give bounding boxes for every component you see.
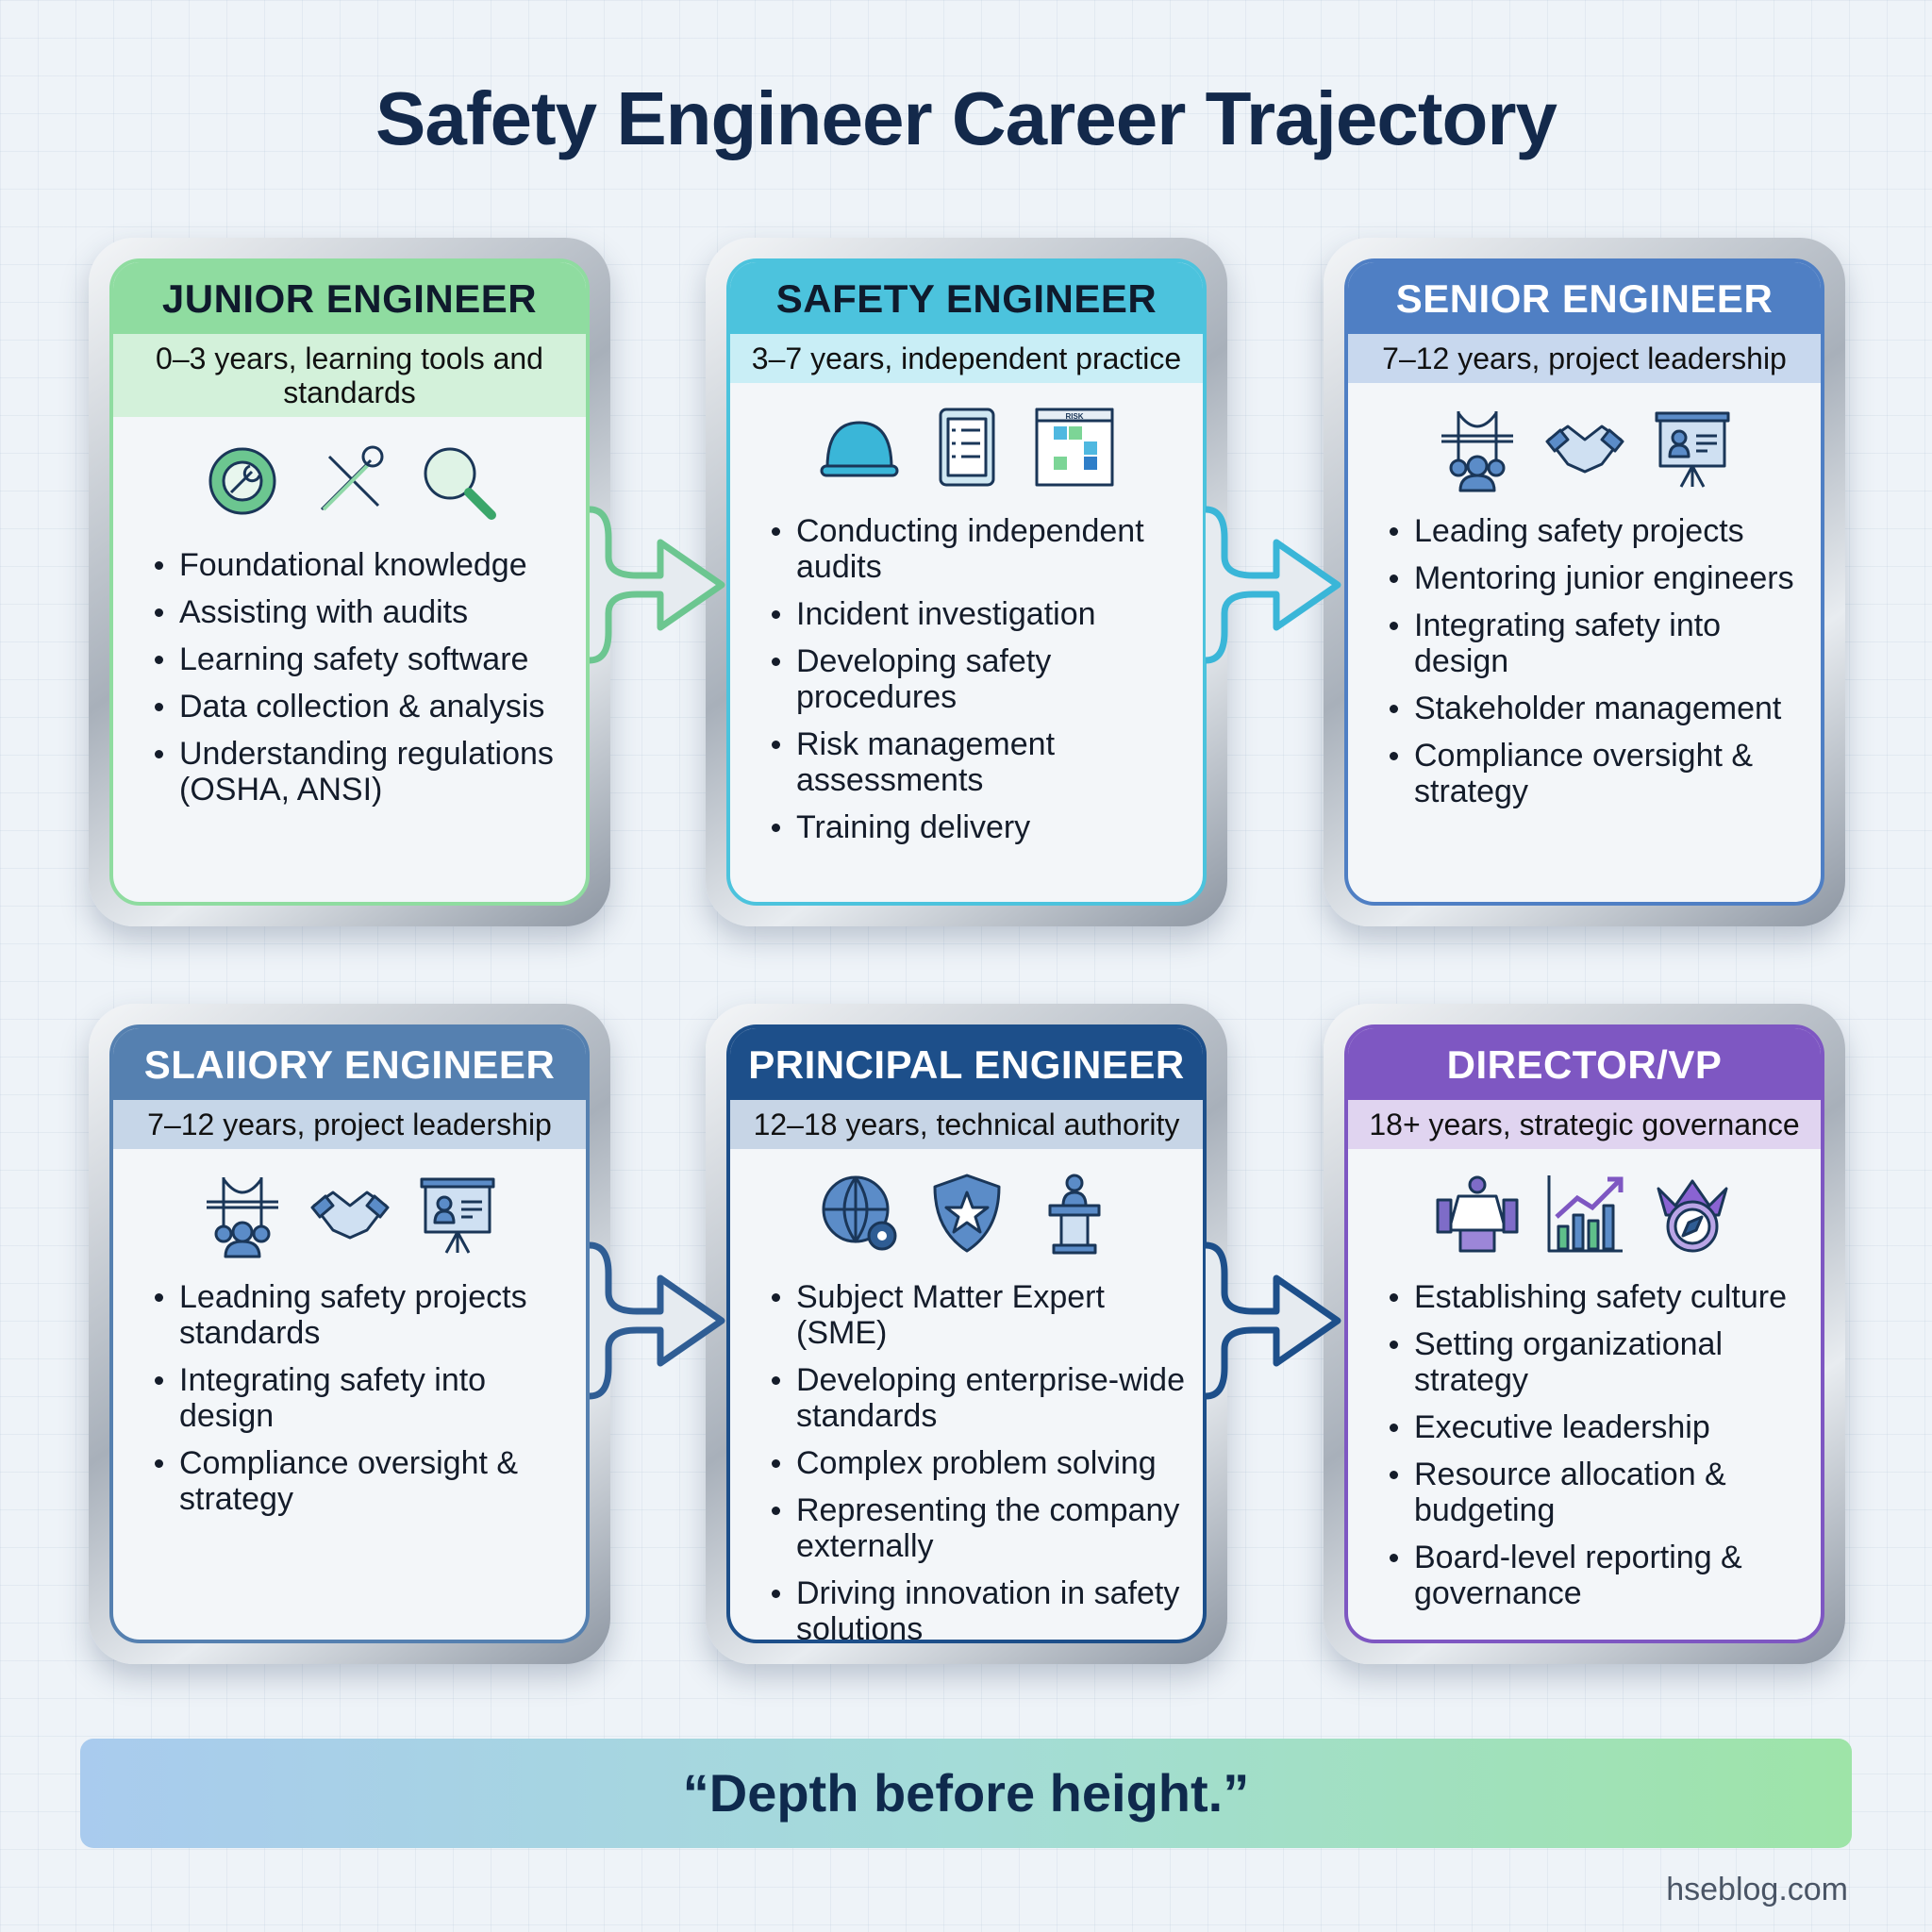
list-item: Mentoring junior engineers bbox=[1390, 560, 1804, 596]
card-title: PRINCIPAL ENGINEER bbox=[730, 1028, 1203, 1100]
list-item: Leading safety projects bbox=[1390, 513, 1804, 549]
card-title: SAFETY ENGINEER bbox=[730, 262, 1203, 334]
list-item: Integrating safety into design bbox=[155, 1362, 569, 1434]
card-subtitle: 18+ years, strategic governance bbox=[1348, 1100, 1821, 1149]
list-item: Learning safety software bbox=[155, 641, 569, 677]
card-panel: SENIOR ENGINEER 7–12 years, project lead… bbox=[1344, 258, 1824, 906]
card-title: DIRECTOR/VP bbox=[1348, 1028, 1821, 1100]
list-item: Leadning safety projects standards bbox=[155, 1279, 569, 1351]
card-panel: SLAIIORY ENGINEER 7–12 years, project le… bbox=[109, 1024, 590, 1643]
icon-row bbox=[730, 1149, 1203, 1279]
card-title: SLAIIORY ENGINEER bbox=[113, 1028, 586, 1100]
shield-star-icon bbox=[933, 1174, 1000, 1253]
list-item: Driving innovation in safety solutions bbox=[772, 1575, 1186, 1640]
list-item: Resource allocation & budgeting bbox=[1390, 1457, 1804, 1528]
hard-hat-icon bbox=[820, 421, 898, 477]
progression-arrow-icon bbox=[589, 491, 731, 679]
list-item: Foundational knowledge bbox=[155, 547, 569, 583]
handshake-icon bbox=[310, 1191, 389, 1240]
page-title: Safety Engineer Career Trajectory bbox=[375, 76, 1557, 160]
bridge-team-icon bbox=[1441, 411, 1513, 492]
career-stage-card: JUNIOR ENGINEER 0–3 years, learning tool… bbox=[89, 238, 610, 926]
boardroom-icon bbox=[1436, 1175, 1518, 1253]
progression-arrow-icon bbox=[1205, 1226, 1347, 1415]
list-item: Compliance oversight & strategy bbox=[155, 1445, 569, 1517]
presentation-icon bbox=[420, 1177, 494, 1254]
career-stage-card: SENIOR ENGINEER 7–12 years, project lead… bbox=[1324, 238, 1845, 926]
list-item: Compliance oversight & strategy bbox=[1390, 738, 1804, 809]
list-item: Stakeholder management bbox=[1390, 691, 1804, 726]
risk-matrix-icon: RISK bbox=[1035, 408, 1113, 487]
icon-row bbox=[113, 417, 586, 547]
magnifier-icon bbox=[424, 447, 496, 520]
growth-chart-icon bbox=[1547, 1175, 1623, 1253]
list-item: Developing safety procedures bbox=[772, 643, 1186, 715]
quote-banner: “Depth before height.” bbox=[80, 1739, 1852, 1848]
handshake-icon bbox=[1545, 425, 1624, 474]
card-subtitle: 12–18 years, technical authority bbox=[730, 1100, 1203, 1149]
icon-row: RISK bbox=[730, 383, 1203, 513]
career-stage-card: SAFETY ENGINEER 3–7 years, independent p… bbox=[706, 238, 1227, 926]
list-item: Data collection & analysis bbox=[155, 689, 569, 724]
card-subtitle: 7–12 years, project leadership bbox=[113, 1100, 586, 1149]
globe-gear-icon bbox=[822, 1175, 896, 1251]
card-panel: DIRECTOR/VP 18+ years, strategic governa… bbox=[1344, 1024, 1824, 1643]
career-stage-card: SLAIIORY ENGINEER 7–12 years, project le… bbox=[89, 1004, 610, 1664]
list-item: Risk management assessments bbox=[772, 726, 1186, 798]
card-panel: JUNIOR ENGINEER 0–3 years, learning tool… bbox=[109, 258, 590, 906]
list-item: Assisting with audits bbox=[155, 594, 569, 630]
career-stage-card: DIRECTOR/VP 18+ years, strategic governa… bbox=[1324, 1004, 1845, 1664]
list-item: Developing enterprise-wide standards bbox=[772, 1362, 1186, 1434]
icon-row bbox=[1348, 383, 1821, 513]
list-item: Establishing safety culture bbox=[1390, 1279, 1804, 1315]
checklist-tablet-icon bbox=[939, 408, 994, 487]
list-item: Setting organizational strategy bbox=[1390, 1326, 1804, 1398]
card-subtitle: 3–7 years, independent practice bbox=[730, 334, 1203, 383]
icon-row bbox=[113, 1149, 586, 1279]
list-item: Conducting independent audits bbox=[772, 513, 1186, 585]
presentation-icon bbox=[1655, 411, 1729, 488]
list-item: Understanding regulations (OSHA, ANSI) bbox=[155, 736, 569, 808]
brand-watermark: hseblog.com bbox=[1666, 1872, 1848, 1907]
list-item: Board-level reporting & governance bbox=[1390, 1540, 1804, 1611]
card-panel: PRINCIPAL ENGINEER 12–18 years, technica… bbox=[726, 1024, 1207, 1643]
bridge-team-icon bbox=[206, 1177, 278, 1258]
list-item: Subject Matter Expert (SME) bbox=[772, 1279, 1186, 1351]
card-subtitle: 0–3 years, learning tools and standards bbox=[113, 334, 586, 417]
list-item: Integrating safety into design bbox=[1390, 608, 1804, 679]
card-title: SENIOR ENGINEER bbox=[1348, 262, 1821, 334]
list-item: Training delivery bbox=[772, 809, 1186, 845]
card-subtitle: 7–12 years, project leadership bbox=[1348, 334, 1821, 383]
list-item: Incident investigation bbox=[772, 596, 1186, 632]
progression-arrow-icon bbox=[589, 1226, 731, 1415]
card-title: JUNIOR ENGINEER bbox=[113, 262, 586, 334]
list-item: Executive leadership bbox=[1390, 1409, 1804, 1445]
list-item: Representing the company externally bbox=[772, 1492, 1186, 1564]
svg-text:RISK: RISK bbox=[1065, 412, 1083, 421]
icon-row bbox=[1348, 1149, 1821, 1279]
card-panel: SAFETY ENGINEER 3–7 years, independent p… bbox=[726, 258, 1207, 906]
tools-icon bbox=[320, 445, 383, 511]
list-item: Complex problem solving bbox=[772, 1445, 1186, 1481]
podium-icon bbox=[1048, 1174, 1100, 1255]
responsibility-list: Subject Matter Expert (SME) Developing en… bbox=[730, 1279, 1203, 1640]
crown-compass-icon bbox=[1657, 1179, 1727, 1253]
progression-arrow-icon bbox=[1205, 491, 1347, 679]
career-stage-card: PRINCIPAL ENGINEER 12–18 years, technica… bbox=[706, 1004, 1227, 1664]
gear-wrench-icon bbox=[208, 447, 275, 515]
